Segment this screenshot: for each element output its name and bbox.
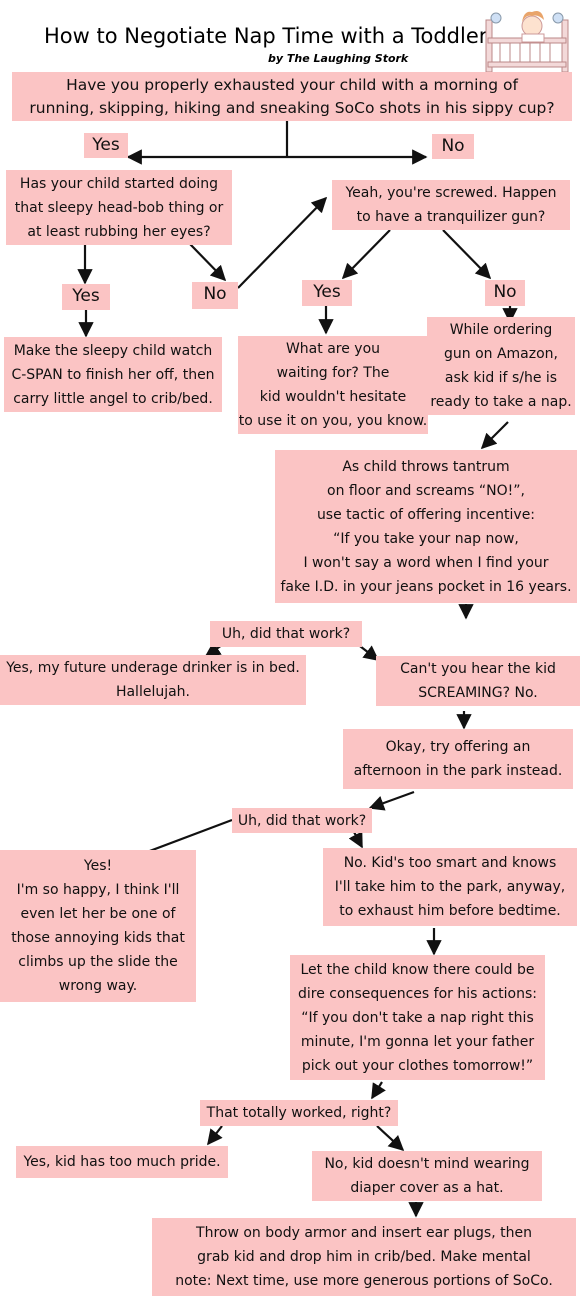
tantrum-box: As child throws tantrum on floor and scr… <box>275 450 577 603</box>
no-label-3: No <box>485 280 525 306</box>
page-title: How to Negotiate Nap Time with a Toddler <box>44 24 488 48</box>
cspan-box: Make the sleepy child watch C-SPAN to fi… <box>4 337 222 412</box>
armor-box: Throw on body armor and insert ear plugs… <box>152 1218 576 1296</box>
yes-bed-box: Yes, my future underage drinker is in be… <box>0 655 306 705</box>
crib-illustration <box>485 11 569 73</box>
screwed-question: Yeah, you're screwed. Happen to have a t… <box>332 180 570 230</box>
waiting-box: What are you waiting for? The kid wouldn… <box>238 336 428 434</box>
pride-box: Yes, kid has too much pride. <box>16 1146 228 1178</box>
no-label-2: No <box>192 282 238 309</box>
amazon-box: While ordering gun on Amazon, ask kid if… <box>427 317 575 415</box>
sleepy-question: Has your child started doing that sleepy… <box>6 170 232 245</box>
park-box: Okay, try offering an afternoon in the p… <box>343 729 573 789</box>
work-question-2: Uh, did that work? <box>232 808 372 833</box>
screaming-box: Can't you hear the kid SCREAMING? No. <box>376 656 580 706</box>
yes-label-3: Yes <box>302 280 352 306</box>
happy-box: Yes! I'm so happy, I think I'll even let… <box>0 850 196 1002</box>
dire-box: Let the child know there could be dire c… <box>290 955 545 1080</box>
work-question-1: Uh, did that work? <box>210 621 362 647</box>
smart-box: No. Kid's too smart and knows I'll take … <box>323 848 577 926</box>
start-question: Have you properly exhausted your child w… <box>12 72 572 121</box>
byline: by The Laughing Stork <box>268 52 409 65</box>
no-label-1: No <box>432 134 474 159</box>
worked-question: That totally worked, right? <box>200 1100 398 1126</box>
yes-label-1: Yes <box>84 133 128 158</box>
diaper-box: No, kid doesn't mind wearing diaper cove… <box>312 1151 542 1201</box>
yes-label-2: Yes <box>62 284 110 310</box>
